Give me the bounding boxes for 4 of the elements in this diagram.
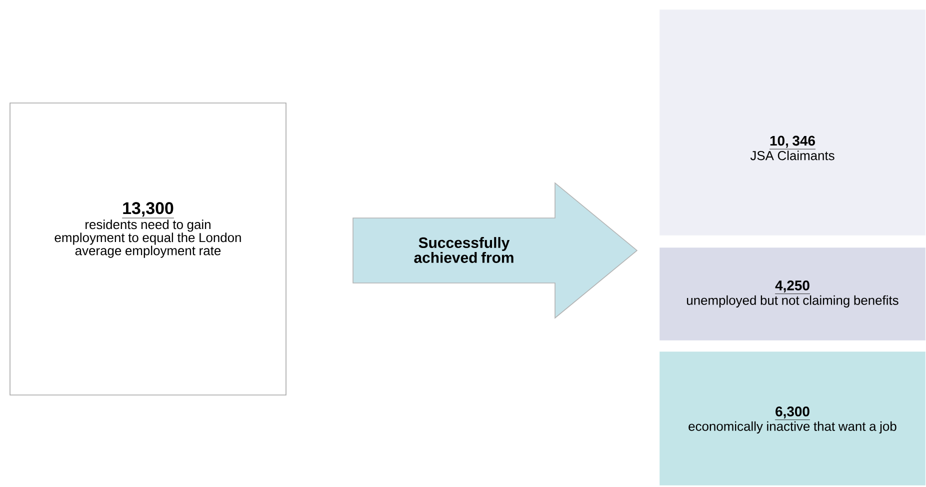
text-box: 10, 346 JSA Claimants [660,10,926,236]
text-box: 13,300 residents need to gain employment to equal the London average employment rate [10,102,286,396]
text-box: 6,300 economically inactive that want a job [660,352,926,486]
text-box: 4,250 unemployed but not claiming benefits [660,248,926,340]
